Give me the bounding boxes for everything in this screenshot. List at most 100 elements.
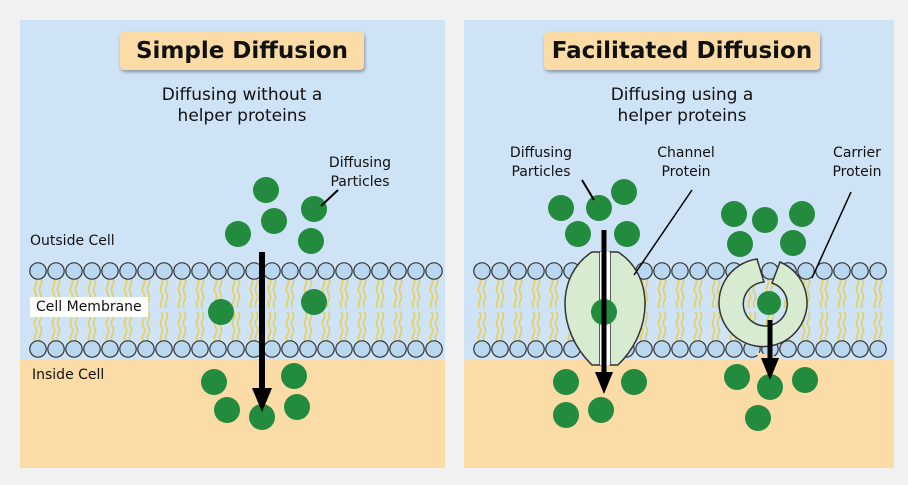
lipid-tail <box>110 311 115 343</box>
particle <box>298 228 324 254</box>
lipid-tail <box>675 311 680 343</box>
lipid-tail <box>495 311 500 343</box>
lipid-tail <box>675 277 680 309</box>
lipid-head <box>797 340 815 358</box>
lipid-tail <box>290 277 295 309</box>
lipid-tail <box>495 277 500 309</box>
lipid-head <box>425 262 443 280</box>
lipid-tail <box>429 311 434 343</box>
lipid-head <box>191 340 209 358</box>
lipid-head <box>299 262 317 280</box>
lipid-head <box>545 340 563 358</box>
particle <box>301 289 327 315</box>
lipid-tail <box>254 311 259 343</box>
lipid-tail <box>662 277 667 309</box>
particle <box>780 230 806 256</box>
lipid-tail <box>146 311 151 343</box>
lipid-tail <box>855 277 860 309</box>
lipid-head <box>317 262 335 280</box>
lipid-tail <box>860 311 865 343</box>
lipid-head <box>509 262 527 280</box>
lipid-tail <box>416 277 421 309</box>
lipid-head <box>263 262 281 280</box>
lipid-tail <box>357 277 362 309</box>
lipid-tail <box>33 311 38 343</box>
lipid-head <box>47 262 65 280</box>
lipid-head <box>101 340 119 358</box>
lipid-tail <box>362 311 367 343</box>
particle <box>214 397 240 423</box>
particle <box>724 364 750 390</box>
lipid-head <box>833 340 851 358</box>
lipid-tail <box>393 311 398 343</box>
lipid-tail <box>380 277 385 309</box>
lipid-tail <box>177 311 182 343</box>
lipid-tail <box>128 311 133 343</box>
lipid-head <box>653 262 671 280</box>
lipid-head <box>371 262 389 280</box>
lipid-tail <box>716 311 721 343</box>
lipid-tail <box>500 311 505 343</box>
lipid-tail <box>164 311 169 343</box>
particles-pointer-line <box>320 189 339 207</box>
lipid-tail <box>842 277 847 309</box>
lipid-head <box>425 340 443 358</box>
lipid-tail <box>536 277 541 309</box>
lipid-tail <box>164 277 169 309</box>
facilitated-diffusion-illustration <box>473 179 887 431</box>
lipid-tail <box>195 277 200 309</box>
carrier-pointer-line <box>811 191 852 279</box>
lipid-head <box>317 340 335 358</box>
lipid-tail <box>339 311 344 343</box>
lipid-tail <box>272 277 277 309</box>
lipid-tail <box>231 277 236 309</box>
particle <box>727 231 753 257</box>
lipid-head <box>353 262 371 280</box>
particle <box>588 397 614 423</box>
lipid-tail <box>434 311 439 343</box>
lipid-tail <box>303 311 308 343</box>
lipid-tail <box>375 311 380 343</box>
lipid-head <box>119 340 137 358</box>
lipid-head <box>83 262 101 280</box>
lipid-head <box>407 340 425 358</box>
lipid-head <box>725 340 743 358</box>
lipid-head <box>707 262 725 280</box>
lipid-head <box>65 262 83 280</box>
lipid-tail <box>536 311 541 343</box>
lipid-tail <box>249 277 254 309</box>
lipid-head <box>371 340 389 358</box>
lipid-head <box>335 262 353 280</box>
inside-cell-label: Inside Cell <box>32 367 105 383</box>
particle <box>281 363 307 389</box>
lipid-tail <box>500 277 505 309</box>
lipid-tail <box>92 311 97 343</box>
particle <box>284 394 310 420</box>
lipid-tail <box>159 311 164 343</box>
lipid-head <box>191 262 209 280</box>
particle <box>757 291 781 315</box>
lipid-head <box>389 340 407 358</box>
simple-diffusion-panel: Simple Diffusion Diffusing without a hel… <box>20 20 445 468</box>
lipid-tail <box>513 277 518 309</box>
lipid-tail <box>873 277 878 309</box>
particle <box>611 179 637 205</box>
lipid-tail <box>344 277 349 309</box>
lipid-tail <box>182 311 187 343</box>
particle <box>614 221 640 247</box>
lipid-bilayer <box>473 262 887 358</box>
diffusing-particles-inside <box>201 363 310 430</box>
lipid-tail <box>698 311 703 343</box>
lipid-tail <box>254 277 259 309</box>
particle <box>253 177 279 203</box>
lipid-head <box>851 262 869 280</box>
lipid-tail <box>518 277 523 309</box>
carrier-protein-label: Carrier Protein <box>832 145 882 180</box>
diffusing-particles-membrane <box>208 289 327 325</box>
lipid-tail <box>200 311 205 343</box>
particle <box>745 405 771 431</box>
lipid-head <box>707 340 725 358</box>
lipid-head <box>689 262 707 280</box>
lipid-head <box>779 340 797 358</box>
cell-membrane-label: Cell Membrane <box>30 297 148 317</box>
